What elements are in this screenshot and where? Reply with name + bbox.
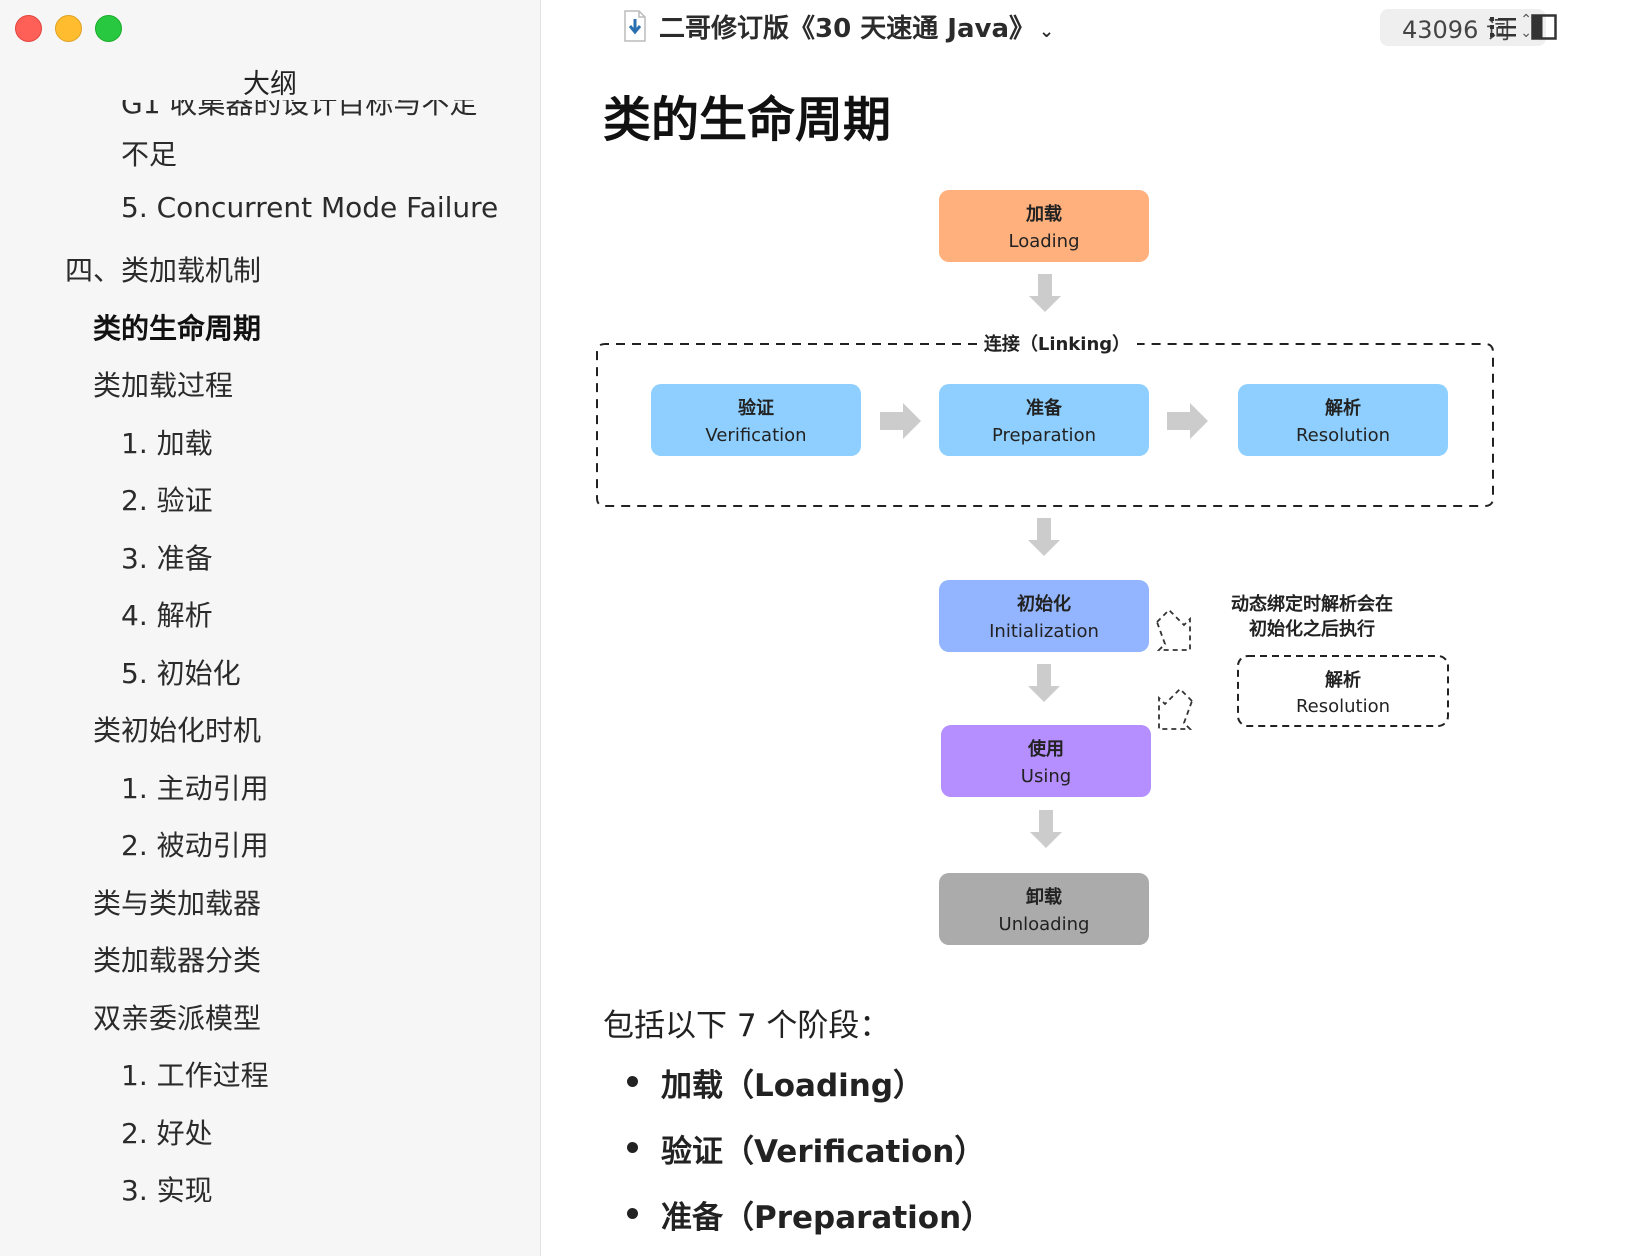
- svg-text:验证: 验证: [738, 397, 774, 419]
- word-count-selector[interactable]: 43096 词 ⌃⌄: [1380, 9, 1546, 46]
- document-icon: [624, 10, 646, 42]
- list-item: 加载（Loading）: [603, 1060, 992, 1126]
- toc-item[interactable]: 类加载器分类: [93, 944, 262, 977]
- svg-text:Verification: Verification: [705, 425, 806, 446]
- svg-text:解析: 解析: [1325, 397, 1361, 419]
- arrow-down-icon: [1028, 664, 1060, 702]
- toc-item[interactable]: 1. 加载: [121, 427, 213, 460]
- toc-item[interactable]: 类初始化时机: [93, 714, 262, 747]
- list-item: 验证（Verification）: [603, 1126, 992, 1192]
- toc-item[interactable]: 5. 初始化: [121, 657, 241, 690]
- box-initialization: 初始化 Initialization: [939, 580, 1149, 652]
- stepper-icon: ⌃⌄: [1520, 12, 1532, 41]
- box-verification: 验证 Verification: [651, 384, 861, 456]
- arrow-down-icon: [1029, 274, 1061, 312]
- toc-item[interactable]: 1. 主动引用: [121, 772, 269, 805]
- box-resolution: 解析 Resolution: [1238, 384, 1448, 456]
- toc-item[interactable]: 2. 验证: [121, 484, 213, 517]
- arrow-down-icon: [1028, 518, 1060, 556]
- svg-text:Initialization: Initialization: [989, 621, 1099, 642]
- sidebar-toggle-icon[interactable]: [1531, 14, 1557, 40]
- toc-item[interactable]: 2. 被动引用: [121, 829, 269, 862]
- toc-item-clipped[interactable]: G1 收集器的设计目标与不足: [121, 100, 478, 120]
- toc-item[interactable]: 四、类加载机制: [65, 254, 262, 287]
- toc-item[interactable]: 不足: [121, 138, 178, 171]
- svg-text:Loading: Loading: [1008, 231, 1079, 252]
- arrow-right-icon: [1167, 403, 1208, 439]
- toc-item-active[interactable]: 类的生命周期: [93, 312, 262, 345]
- svg-text:Resolution: Resolution: [1296, 696, 1390, 717]
- dashed-arrow-icon: [1155, 608, 1191, 651]
- toc-item[interactable]: 类加载过程: [93, 369, 234, 402]
- svg-text:加载: 加载: [1025, 203, 1062, 225]
- outline-title: 大纲: [243, 69, 297, 100]
- minimize-window-button[interactable]: [55, 15, 82, 42]
- toc-item[interactable]: 类与类加载器: [93, 887, 262, 920]
- editor-pane: 二哥修订版《30 天速通 Java》⌄ 43096 词 ⌃⌄ 类的生命周期 加载…: [541, 0, 1634, 1256]
- page-title: 类的生命周期: [603, 92, 892, 148]
- svg-text:Unloading: Unloading: [999, 914, 1090, 935]
- toc-item[interactable]: 双亲委派模型: [93, 1002, 262, 1035]
- toc-item[interactable]: 3. 准备: [121, 542, 213, 575]
- toc-item[interactable]: 4. 解析: [121, 599, 213, 632]
- svg-text:解析: 解析: [1325, 669, 1361, 691]
- dynamic-binding-note: 动态绑定时解析会在: [1231, 593, 1393, 615]
- box-unloading: 卸载 Unloading: [939, 873, 1149, 945]
- box-preparation: 准备 Preparation: [939, 384, 1149, 456]
- outline-sidebar: 大纲 G1 收集器的设计目标与不足 不足 5. Concurrent Mode …: [0, 0, 541, 1256]
- box-resolution-dynamic: 解析 Resolution: [1237, 655, 1449, 727]
- phase-list: 加载（Loading） 验证（Verification） 准备（Preparat…: [603, 1060, 992, 1258]
- svg-text:Using: Using: [1021, 766, 1071, 787]
- svg-text:准备: 准备: [1026, 397, 1063, 419]
- svg-text:卸载: 卸载: [1026, 886, 1062, 908]
- list-item: 准备（Preparation）: [603, 1192, 992, 1258]
- linking-label: 连接（Linking）: [984, 333, 1130, 355]
- linking-group: 连接（Linking）: [596, 333, 1494, 507]
- box-using: 使用 Using: [941, 725, 1151, 797]
- box-loading: 加载 Loading: [939, 190, 1149, 262]
- class-lifecycle-diagram: 加载 Loading 连接（Linking） 验证 Verification 准…: [596, 190, 1494, 945]
- dashed-arrow-icon: [1158, 687, 1194, 730]
- toc-item[interactable]: 3. 实现: [121, 1174, 213, 1207]
- intro-paragraph: 包括以下 7 个阶段：: [603, 1008, 891, 1044]
- zoom-window-button[interactable]: [95, 15, 122, 42]
- svg-text:Resolution: Resolution: [1296, 425, 1390, 446]
- toc-item[interactable]: 2. 好处: [121, 1117, 213, 1150]
- dynamic-binding-note: 初始化之后执行: [1249, 618, 1375, 640]
- outline-list-icon[interactable]: [1489, 14, 1517, 40]
- chevron-down-icon[interactable]: ⌄: [1039, 21, 1055, 42]
- arrow-right-icon: [880, 403, 921, 439]
- toc-item[interactable]: 5. Concurrent Mode Failure: [121, 191, 499, 224]
- close-window-button[interactable]: [15, 15, 42, 42]
- arrow-down-icon: [1030, 810, 1062, 848]
- toc-item[interactable]: 1. 工作过程: [121, 1059, 269, 1092]
- svg-text:初始化: 初始化: [1017, 593, 1071, 615]
- document-title[interactable]: 二哥修订版《30 天速通 Java》⌄: [659, 14, 1055, 44]
- svg-text:使用: 使用: [1027, 739, 1064, 760]
- svg-text:Preparation: Preparation: [992, 425, 1096, 446]
